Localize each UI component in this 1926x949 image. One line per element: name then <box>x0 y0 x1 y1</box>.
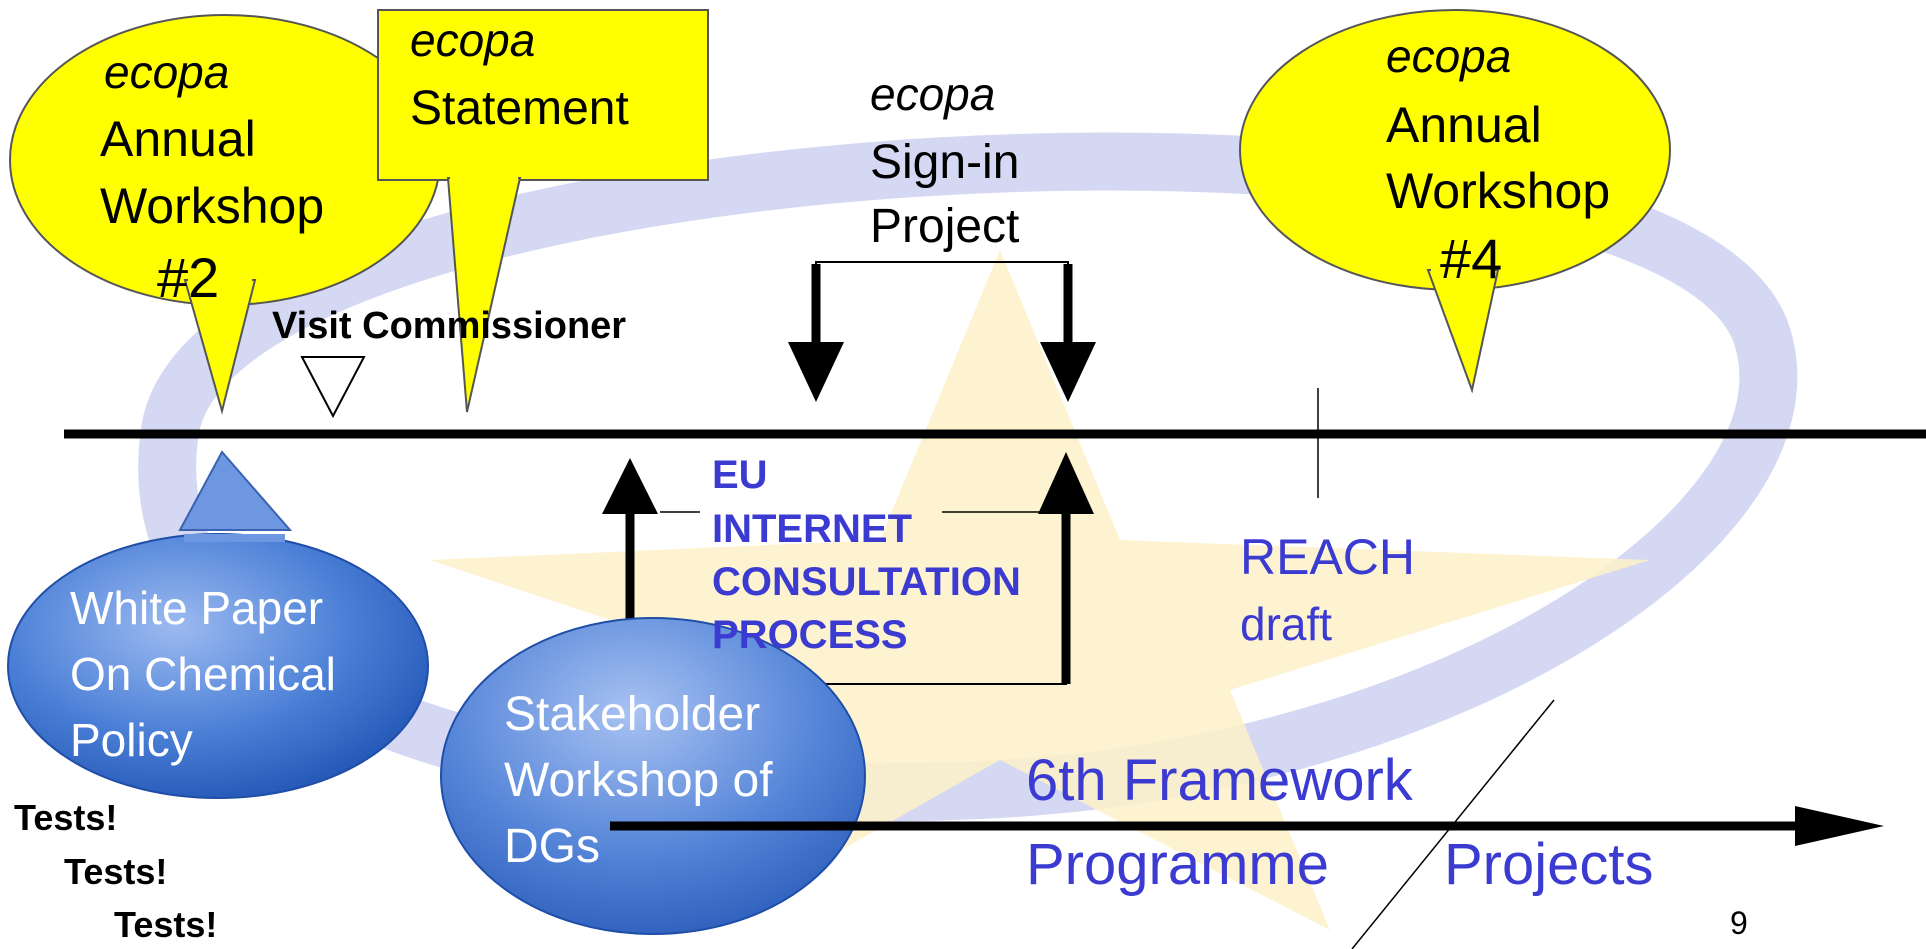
consultation-line2: INTERNET <box>712 507 912 551</box>
stakeholder-line3: DGs <box>504 820 600 873</box>
tests-line2: Tests! <box>64 851 167 892</box>
workshop-2-line3: #2 <box>157 246 219 309</box>
workshop-4-brand: ecopa <box>1386 30 1511 82</box>
workshop-2-line2: Workshop <box>100 178 324 234</box>
tests-line3: Tests! <box>114 904 217 945</box>
signin-line2: Project <box>870 200 1019 253</box>
workshop-4-line1: Annual <box>1386 97 1542 153</box>
workshop-2-line1: Annual <box>100 111 256 167</box>
framework-line1: 6th Framework <box>1026 748 1414 813</box>
workshop-4-callout: ecopa Annual Workshop #4 <box>1239 9 1671 394</box>
watermark-logo <box>138 132 1798 930</box>
white-paper-line3: Policy <box>70 714 193 766</box>
stakeholder-line1: Stakeholder <box>504 688 760 741</box>
consultation-line3: CONSULTATION <box>712 560 1021 604</box>
signin-brand: ecopa <box>870 68 995 120</box>
reach-label: REACH draft <box>1240 529 1415 650</box>
consultation-line4: PROCESS <box>712 613 908 657</box>
page-number: 9 <box>1730 905 1748 941</box>
white-paper-callout: White Paper On Chemical Policy <box>7 450 429 799</box>
signin-bracket <box>788 261 1096 402</box>
signin-line1: Sign-in <box>870 136 1019 189</box>
tests-label: Tests! Tests! Tests! <box>14 797 217 945</box>
stakeholder-workshop: Stakeholder Workshop of DGs <box>440 617 866 935</box>
workshop-4-line3: #4 <box>1440 227 1502 290</box>
statement-callout: ecopa Statement <box>377 9 709 413</box>
signin-label: ecopa Sign-in Project <box>870 68 1019 253</box>
framework-line2: Programme <box>1026 832 1329 897</box>
white-paper-line1: White Paper <box>70 582 323 634</box>
framework-line3: Projects <box>1444 832 1654 897</box>
visit-commissioner-label: Visit Commissioner <box>272 305 626 347</box>
consultation-label: EU INTERNET CONSULTATION PROCESS <box>712 453 1021 657</box>
workshop-2-brand: ecopa <box>104 46 229 98</box>
statement-line1: Statement <box>410 82 629 135</box>
consultation-line1: EU <box>712 453 768 497</box>
framework-label: 6th Framework Programme Projects <box>1026 748 1654 897</box>
visit-commissioner-marker <box>300 356 366 419</box>
reach-line1: REACH <box>1240 529 1415 585</box>
stakeholder-line2: Workshop of <box>504 754 773 807</box>
framework-divider-line <box>1351 699 1555 949</box>
statement-brand: ecopa <box>410 14 535 66</box>
white-paper-line2: On Chemical <box>70 648 336 700</box>
reach-line2: draft <box>1240 598 1332 650</box>
workshop-4-line2: Workshop <box>1386 163 1610 219</box>
tests-line1: Tests! <box>14 797 117 838</box>
workshop-2-callout: ecopa Annual Workshop #2 <box>9 14 441 415</box>
